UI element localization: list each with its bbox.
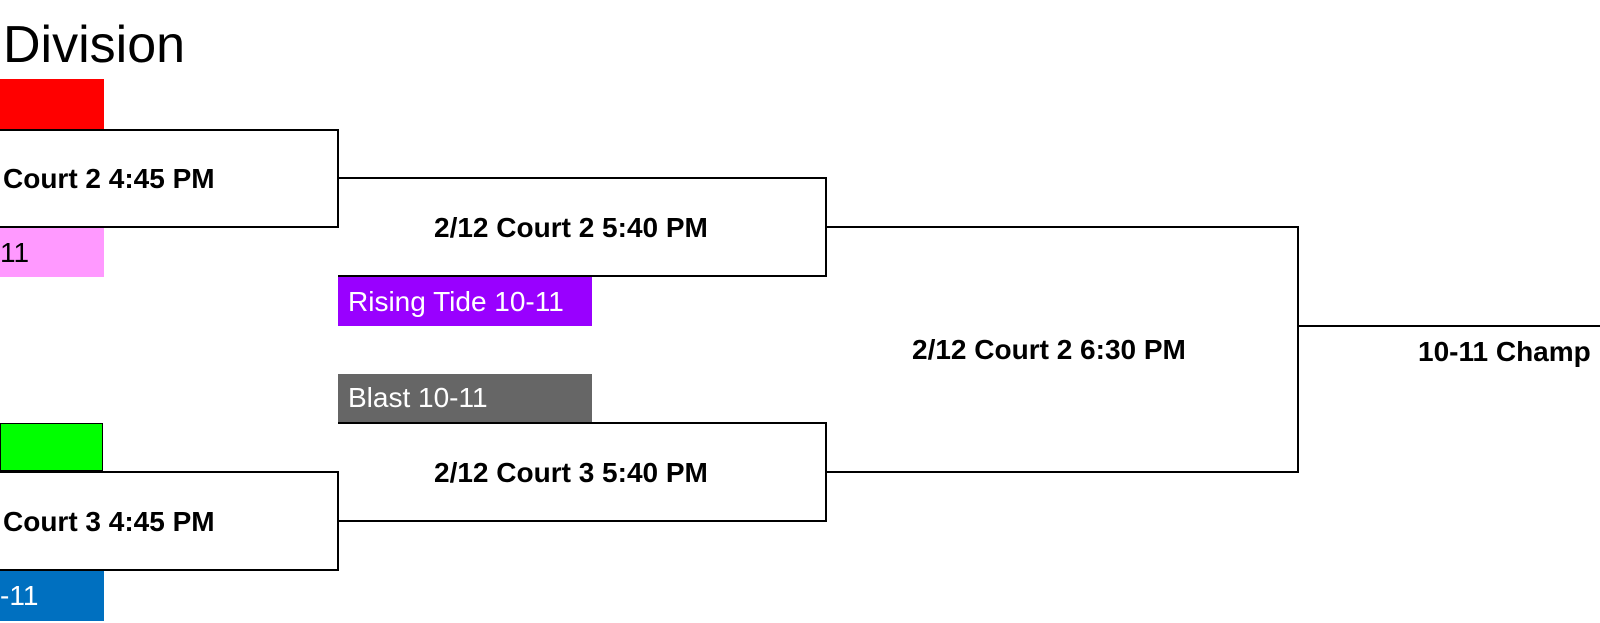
team-slot-1 xyxy=(0,79,104,129)
game-r1-bottom: Court 3 4:45 PM xyxy=(3,506,215,537)
team-slot-6: -11 xyxy=(0,571,104,621)
team-slot-2: 11 xyxy=(0,228,104,277)
game-r2-top: 2/12 Court 2 5:40 PM xyxy=(434,212,708,243)
team-slot-6-label: -11 xyxy=(0,580,39,611)
team-slot-5 xyxy=(0,423,103,471)
team-slot-3: Rising Tide 10-11 xyxy=(338,277,592,326)
team-slot-2-label: 11 xyxy=(0,236,30,268)
game-final: 10-11 Champ xyxy=(1418,336,1591,367)
team-slot-4-label: Blast 10-11 xyxy=(348,382,488,413)
team-slot-4: Blast 10-11 xyxy=(338,374,592,422)
game-r1-top: Court 2 4:45 PM xyxy=(3,163,215,194)
game-semifinal: 2/12 Court 2 6:30 PM xyxy=(912,334,1186,365)
division-title: Division xyxy=(3,16,186,74)
semi-connector xyxy=(826,226,1299,473)
game-r2-bottom: 2/12 Court 3 5:40 PM xyxy=(434,457,708,488)
team-slot-3-label: Rising Tide 10-11 xyxy=(348,285,564,317)
